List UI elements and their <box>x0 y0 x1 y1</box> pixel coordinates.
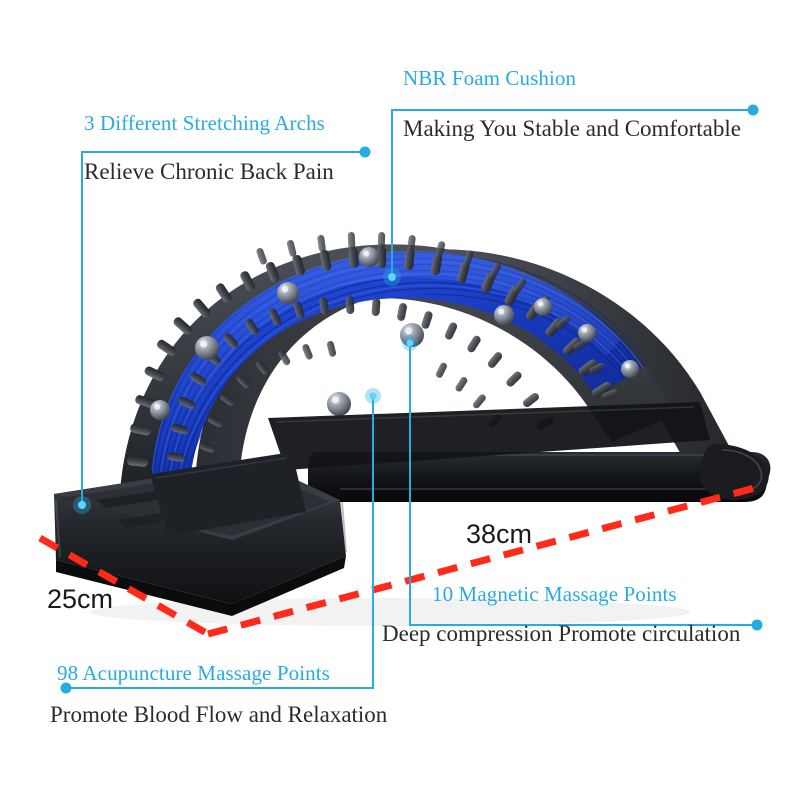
callout-subtitle-magnetic-massage-points: Deep compression Promote circulation <box>382 621 741 646</box>
callout-title-stretching-archs: 3 Different Stretching Archs <box>84 111 325 135</box>
callout-title-acupuncture-massage-points: 98 Acupuncture Massage Points <box>57 661 330 685</box>
anchor-dot <box>369 392 377 400</box>
connector-endpoint-dot <box>359 146 371 158</box>
callout-subtitle-stretching-archs: Relieve Chronic Back Pain <box>84 159 334 184</box>
dimension-label-width: 25cm <box>47 584 114 614</box>
callout-title-nbr-foam-cushion: NBR Foam Cushion <box>403 66 577 90</box>
connector-nbr-foam <box>391 109 753 275</box>
anchor-dot <box>388 273 396 281</box>
callout-subtitle-nbr-foam-cushion: Making You Stable and Comfortable <box>403 116 741 141</box>
connector-endpoint-dot <box>751 619 763 631</box>
callout-subtitle-acupuncture-massage-points: Promote Blood Flow and Relaxation <box>50 702 388 727</box>
dimension-label-length: 38cm <box>466 519 533 549</box>
length-dimension-line <box>207 482 763 638</box>
connector-endpoint-dot <box>747 104 759 116</box>
connector-magnetic-points <box>409 345 757 626</box>
anchor-dot <box>406 339 414 347</box>
callout-title-magnetic-massage-points: 10 Magnetic Massage Points <box>432 582 677 606</box>
connector-endpoint-dot <box>60 682 72 694</box>
connector-stretching-archs <box>81 151 365 503</box>
connector-acupuncture-points <box>66 398 374 689</box>
anchor-dot <box>78 501 86 509</box>
